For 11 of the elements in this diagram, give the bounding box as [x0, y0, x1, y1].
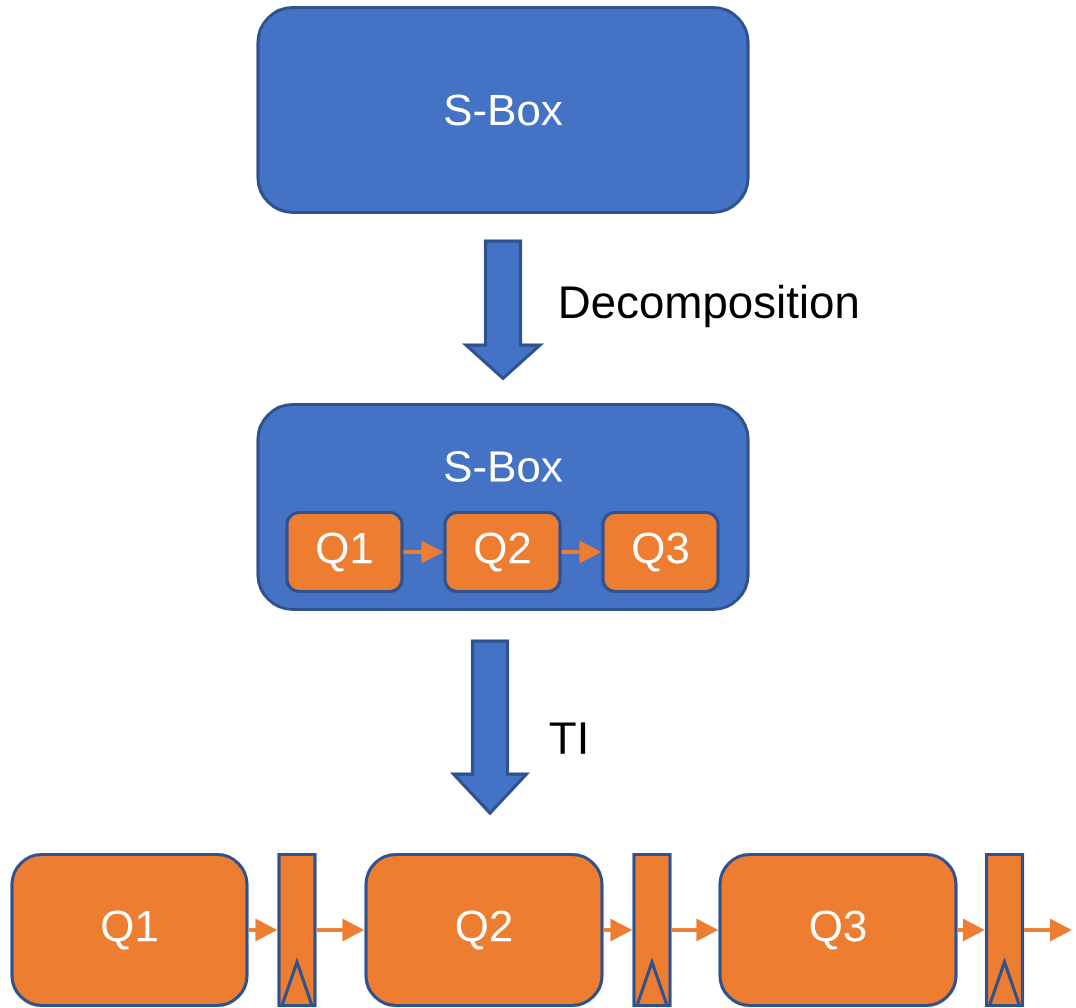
process-box: Q3: [718, 852, 958, 1008]
edge-label: Decomposition: [561, 284, 857, 328]
inner-box: Q3: [601, 510, 720, 594]
block-arrow: [461, 239, 545, 381]
edge-label: TI: [549, 722, 586, 754]
sbox-box: S-Box: [256, 5, 750, 215]
inner-box: Q2: [443, 510, 562, 594]
inner-box: Q1: [285, 510, 404, 594]
process-box: Q1: [10, 852, 249, 1008]
process-box: Q2: [364, 852, 604, 1008]
block-arrow: [449, 639, 531, 816]
